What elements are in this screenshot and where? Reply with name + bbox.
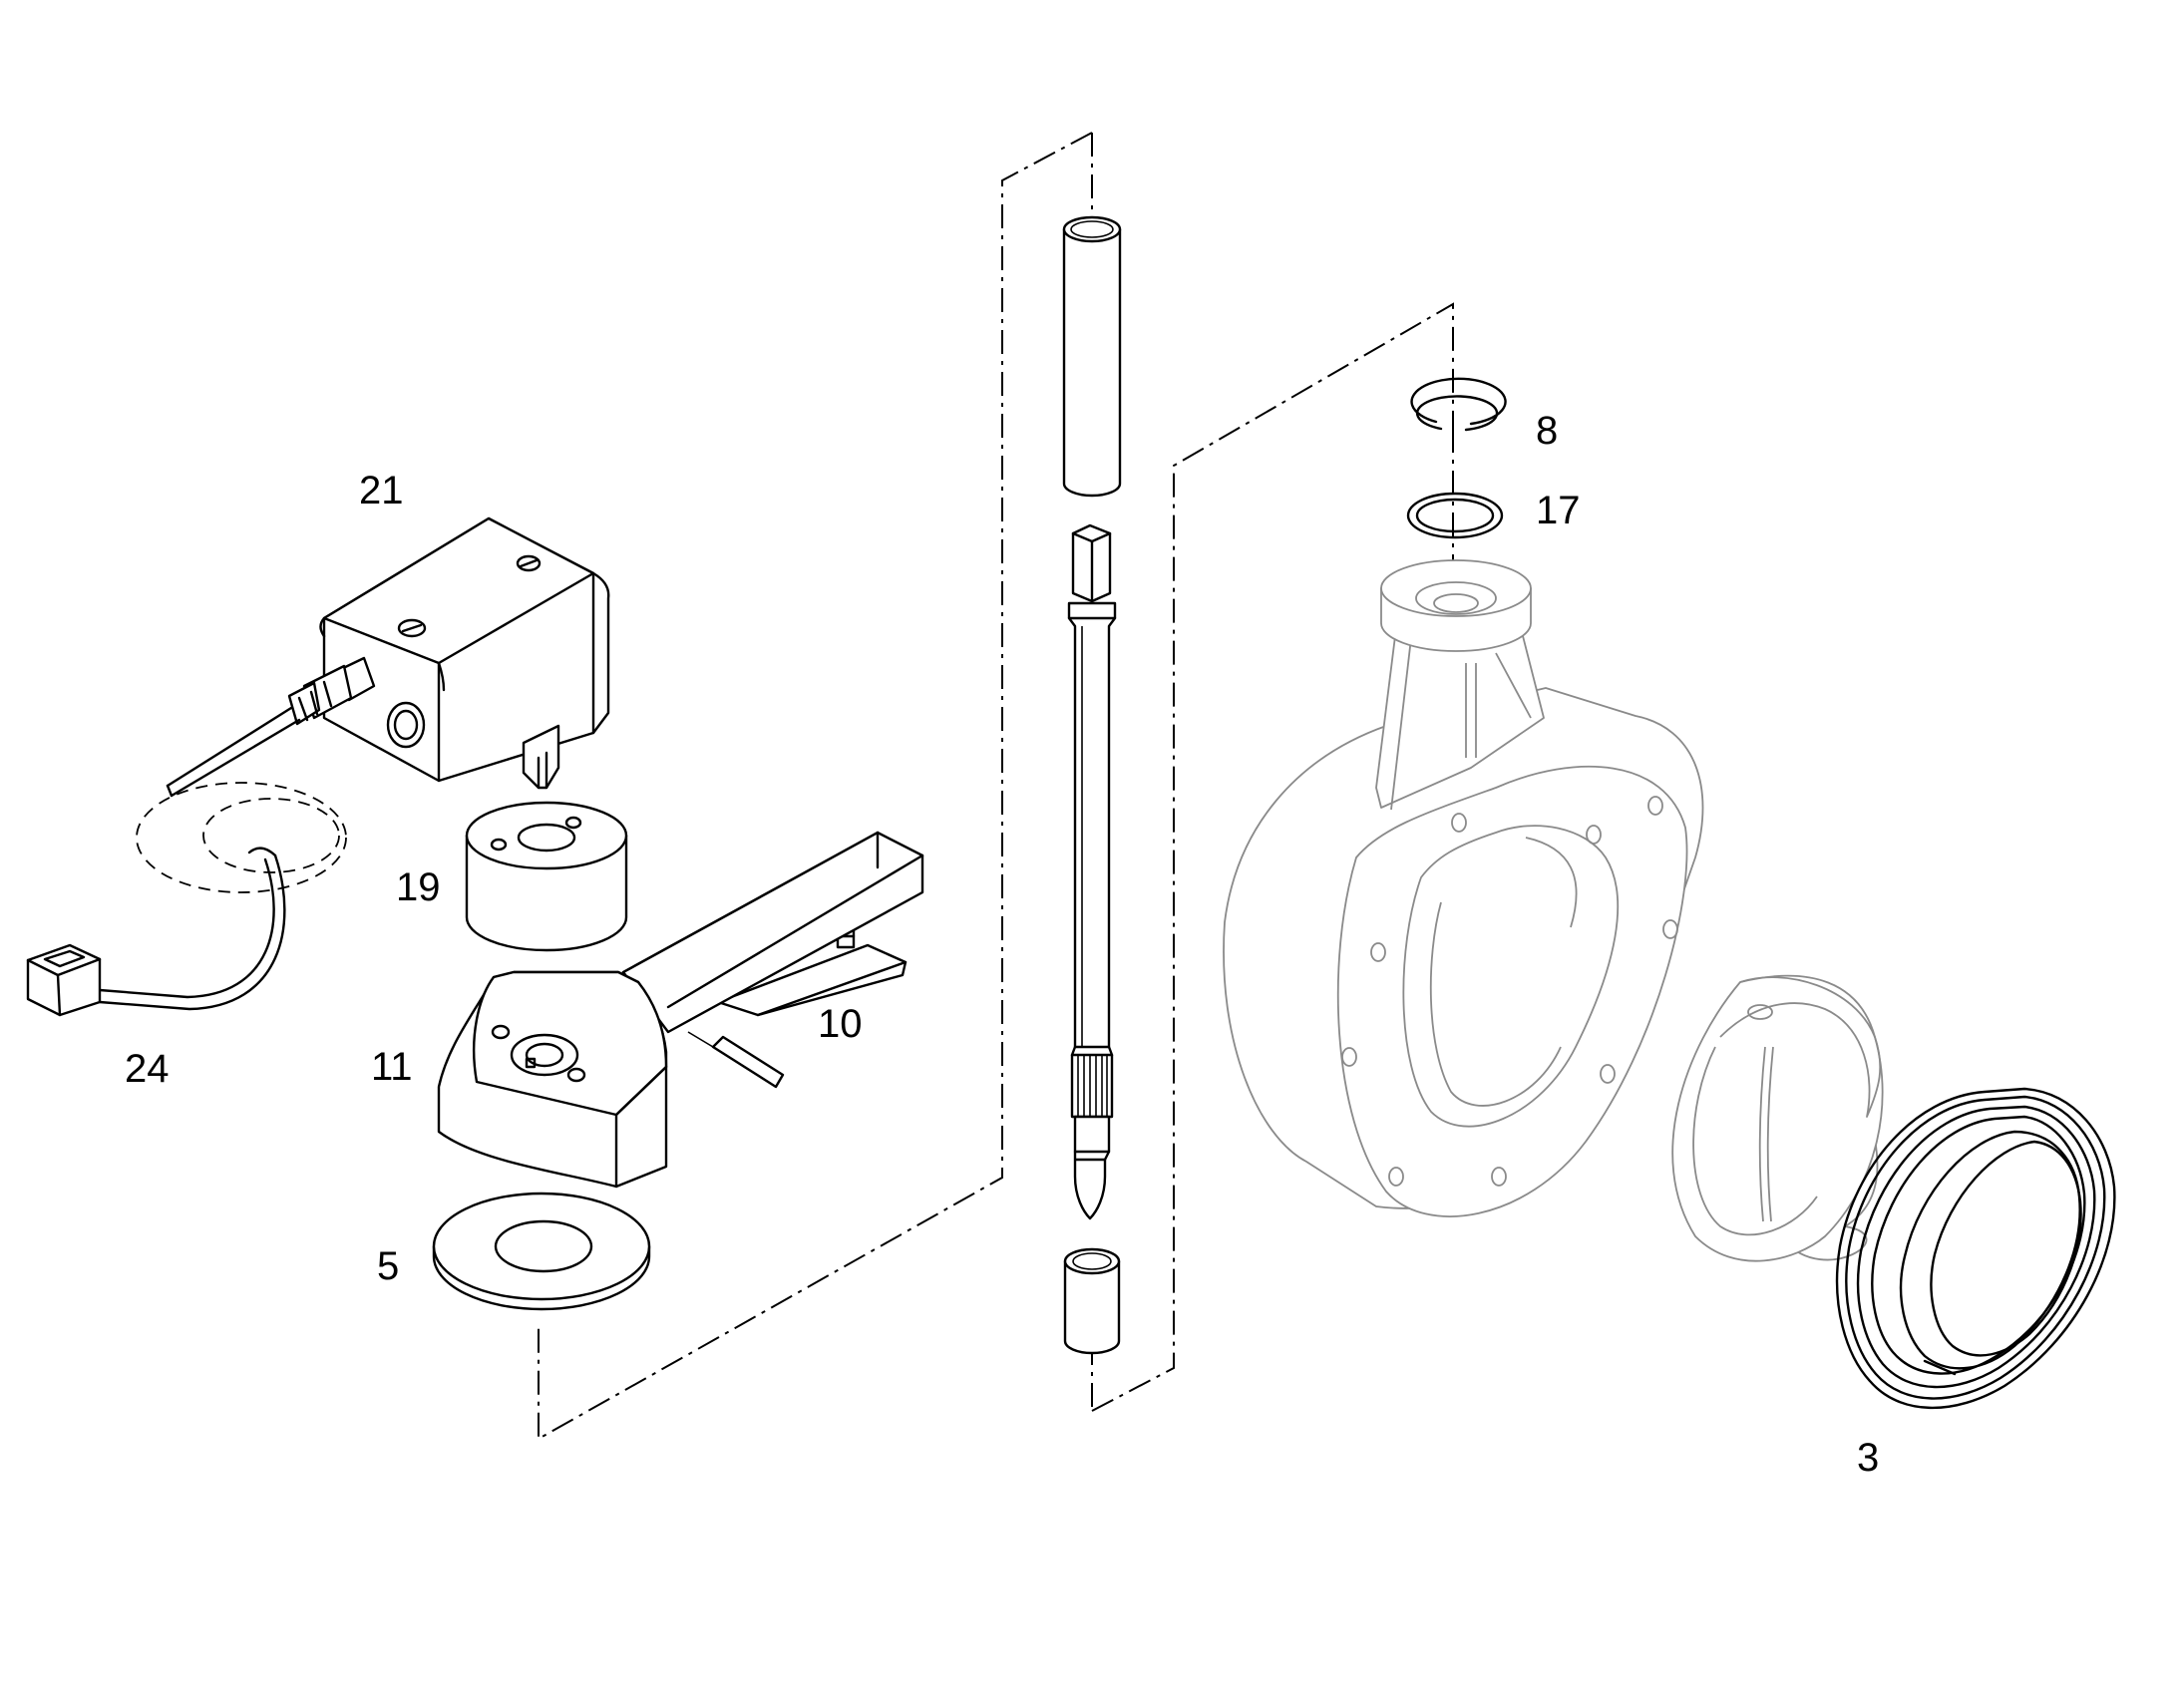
label-3: 3 [1857,1436,1879,1480]
part-11-handle [437,831,924,1189]
part-8-circlip [1410,377,1507,432]
part-17-seal-ring [1406,492,1504,539]
part-19-spacer [465,801,628,952]
label-8: 8 [1536,409,1558,453]
shaft-assembly [1062,215,1122,1355]
part-5-washer [432,1192,651,1311]
part-21-switch-box [166,516,610,798]
label-5: 5 [377,1244,399,1288]
label-10: 10 [818,1002,863,1046]
valve-body [1223,559,1704,1217]
label-24: 24 [125,1047,170,1091]
label-11: 11 [371,1045,413,1089]
part-24-cable-plug [26,782,347,1017]
label-19: 19 [396,865,441,909]
part-3-liner-ring [1835,1087,2116,1410]
part-labels: 21 24 19 11 10 5 8 17 3 [125,409,1879,1480]
label-21: 21 [359,469,404,512]
label-17: 17 [1536,489,1581,532]
part-10-lock-wedge [716,920,908,1017]
valve-disc [1671,974,1884,1262]
